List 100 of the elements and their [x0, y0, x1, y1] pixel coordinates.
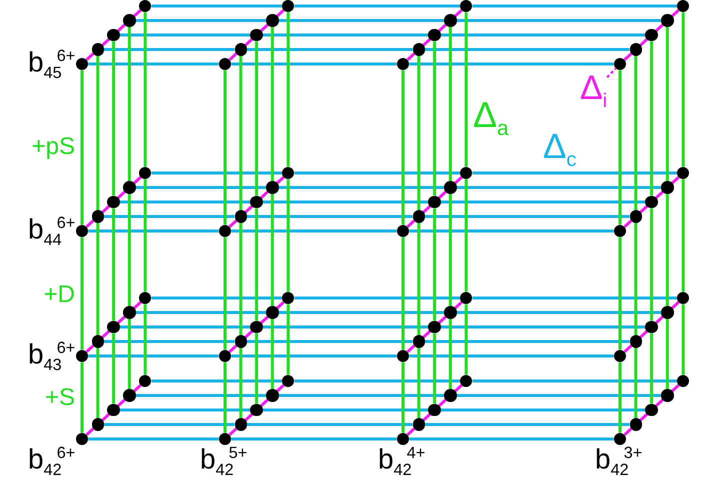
connector-line [454, 301, 463, 310]
connector-line [417, 222, 420, 336]
connector-line [117, 316, 126, 324]
node-dot [614, 350, 626, 362]
connector-line [456, 394, 662, 397]
node-dot [92, 43, 104, 56]
node-dot [234, 418, 247, 431]
node-dot [266, 389, 279, 402]
connector-line [422, 205, 432, 214]
node-dot [123, 389, 136, 402]
connector-line [472, 4, 677, 8]
connector-line [294, 172, 460, 174]
connector-line [120, 326, 250, 328]
connector-line [618, 237, 622, 350]
connector-line [101, 38, 110, 46]
connector-line [624, 220, 632, 228]
node-dot [661, 181, 674, 194]
connector-line [120, 34, 250, 36]
connector-line [101, 330, 110, 338]
connector-line [276, 176, 285, 184]
connector-line [424, 48, 630, 51]
connector-line [286, 12, 290, 167]
connector-line [255, 208, 258, 321]
connector-line [144, 12, 147, 167]
connector-line [472, 296, 677, 300]
connector-line [270, 194, 274, 306]
connector-line [682, 304, 685, 375]
node-dot [412, 335, 425, 348]
connector-line [278, 186, 444, 189]
connector-line [276, 9, 285, 18]
connector-line [670, 9, 680, 18]
connector-line [650, 333, 654, 404]
node-dot [396, 432, 410, 446]
connector-line [464, 304, 468, 375]
connector-line [634, 222, 638, 336]
connector-line [120, 200, 250, 204]
connector-line [406, 220, 416, 228]
node-dot [428, 196, 441, 208]
connector-line [262, 200, 428, 204]
connector-line [132, 176, 142, 184]
connector-line [670, 301, 680, 310]
connector-line [128, 318, 131, 390]
connector-line [136, 19, 266, 22]
connector-line [456, 311, 662, 314]
connector-line [246, 215, 413, 218]
node-dot [266, 181, 279, 194]
node-dot [630, 335, 642, 348]
connector-line [438, 190, 447, 199]
connector-line [231, 230, 397, 232]
node-dot [444, 181, 457, 194]
connector-line [260, 316, 269, 324]
connector-line [96, 56, 100, 210]
connector-line [655, 316, 664, 324]
node-dot [614, 224, 626, 238]
connector-line [132, 384, 142, 392]
connector-line [650, 41, 654, 196]
node-dot [107, 320, 120, 334]
connector-line [402, 362, 404, 433]
connector-line [666, 318, 669, 390]
connector-line [255, 333, 258, 404]
connector-line [402, 237, 404, 350]
node-dot [92, 418, 104, 431]
connector-line [104, 423, 235, 426]
connector-line [117, 398, 126, 407]
connector-line [440, 200, 646, 204]
node-dot [76, 432, 88, 446]
connector-line [151, 4, 282, 8]
connector-line [228, 344, 238, 353]
connector-line [132, 9, 142, 18]
connector-line [86, 344, 94, 353]
node-dot [412, 418, 425, 431]
connector-line [228, 428, 238, 436]
node-dot [444, 14, 457, 27]
node-dot [630, 210, 642, 223]
connector-line [670, 384, 680, 392]
connector-line [101, 413, 110, 422]
connector-line [472, 172, 677, 174]
node-dot [412, 210, 425, 223]
connector-line [86, 428, 94, 436]
node-dot [139, 0, 152, 12]
connector-line [448, 194, 452, 306]
connector-line [639, 205, 648, 214]
node-dot [266, 306, 279, 319]
node-dot [218, 350, 232, 362]
connector-line [278, 19, 444, 22]
connector-line [438, 24, 447, 32]
connector-line [128, 194, 131, 306]
step-label: +D [44, 280, 75, 308]
connector-line [262, 408, 428, 412]
connector-line [472, 380, 677, 382]
node-dot [645, 28, 658, 42]
delta-label: Δ$_{i}$ [580, 71, 608, 112]
node-dot [661, 389, 674, 402]
node-dot [645, 196, 658, 208]
node-dot [250, 320, 263, 334]
node-dot [139, 374, 152, 388]
connector-line [286, 179, 290, 292]
connector-line [402, 70, 404, 225]
connector-line [286, 304, 290, 375]
connector-line [634, 56, 638, 210]
